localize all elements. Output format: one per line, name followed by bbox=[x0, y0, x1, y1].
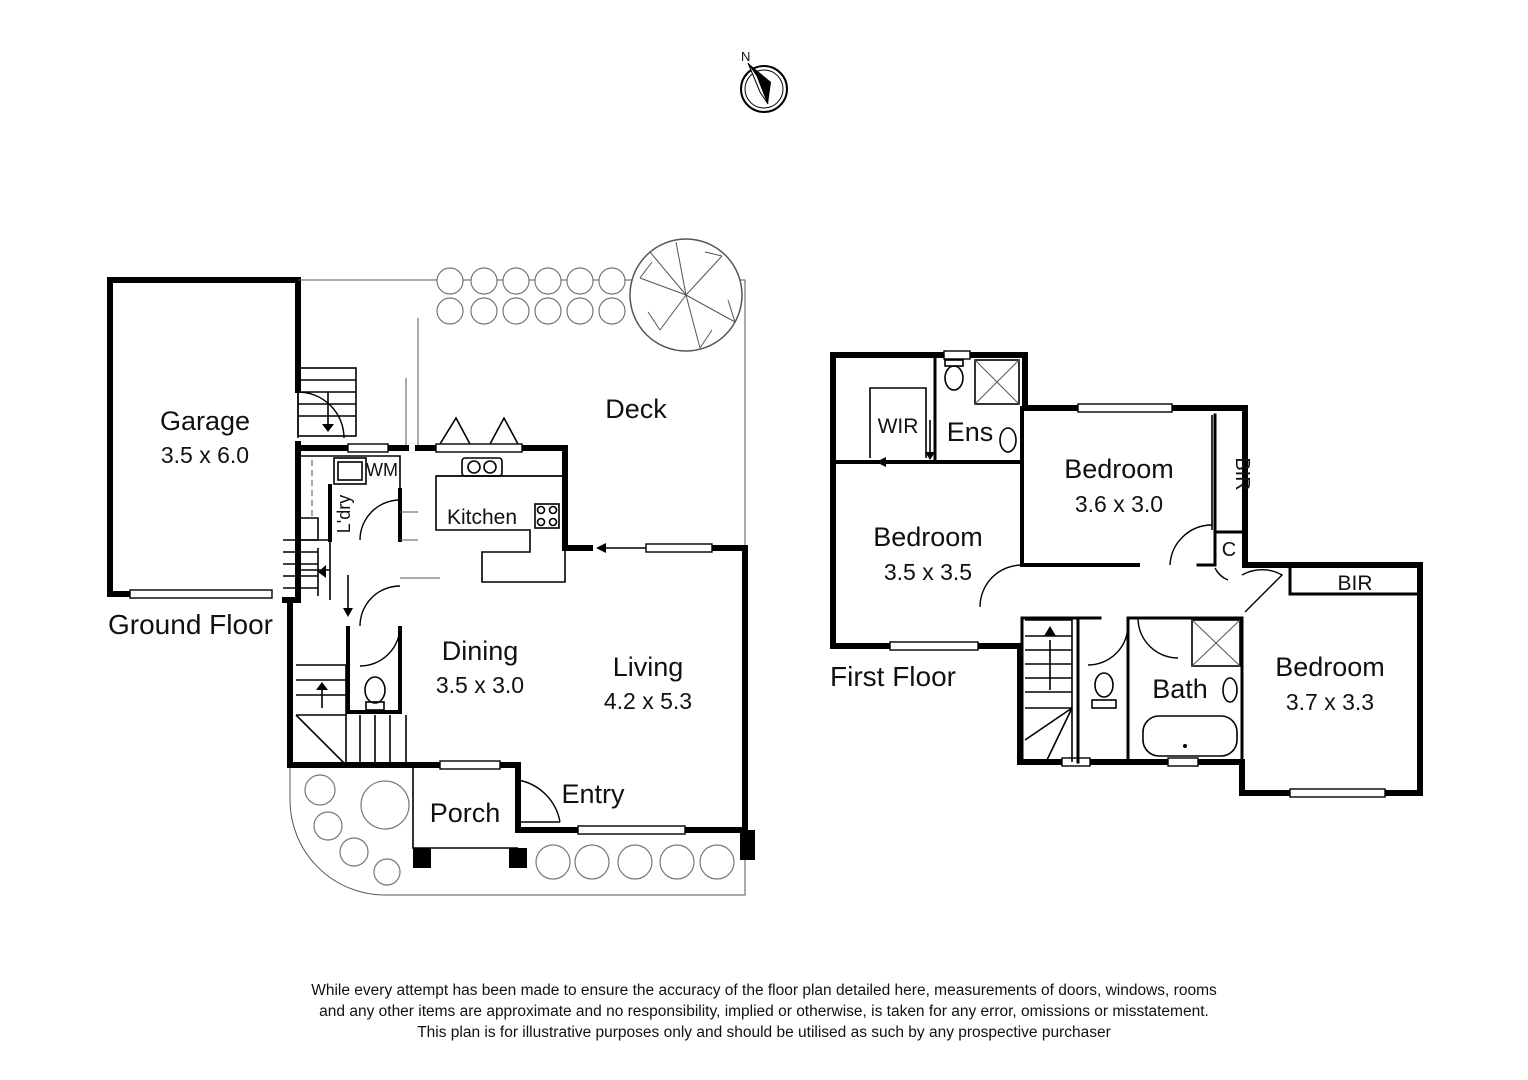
tree-icon bbox=[629, 238, 743, 352]
bedroom-3-dims: 3.7 x 3.3 bbox=[1286, 689, 1374, 715]
bedroom-master-label: Bedroom bbox=[873, 522, 983, 552]
deck-label: Deck bbox=[605, 394, 667, 424]
kitchen-label: Kitchen bbox=[447, 506, 517, 529]
dining-label: Dining bbox=[442, 636, 519, 666]
garage-wall bbox=[107, 277, 301, 597]
garden-boundary bbox=[289, 768, 746, 896]
washing-machine-label: WM bbox=[366, 460, 398, 480]
first-floor-wall bbox=[830, 352, 1081, 649]
cupboard-label: C bbox=[1222, 539, 1236, 561]
basin-icon bbox=[999, 427, 1017, 453]
wir-label: WIR bbox=[878, 415, 919, 438]
first-floor-plan bbox=[830, 350, 1423, 798]
compass-icon: N bbox=[740, 49, 788, 113]
toilet-icon bbox=[944, 365, 964, 391]
toilet-icon bbox=[364, 676, 386, 704]
living-label: Living bbox=[613, 652, 684, 682]
window bbox=[439, 760, 501, 770]
ensuite-label: Ens bbox=[947, 417, 994, 447]
garage-label: Garage bbox=[160, 406, 250, 436]
laundry-label: L'dry bbox=[334, 495, 354, 533]
bedroom-2-dims: 3.6 x 3.0 bbox=[1075, 491, 1163, 517]
disclaimer-line: This plan is for illustrative purposes o… bbox=[417, 1024, 1111, 1041]
bathtub-icon bbox=[1142, 715, 1238, 757]
entry-door-swing bbox=[517, 779, 561, 823]
garage-steps bbox=[297, 367, 357, 437]
window bbox=[1167, 757, 1199, 767]
basin-icon bbox=[1222, 677, 1238, 703]
ensuite-shower bbox=[974, 359, 1020, 405]
cooktop-icon bbox=[534, 503, 560, 529]
powder-room bbox=[346, 585, 402, 714]
garage-dims: 3.5 x 6.0 bbox=[161, 442, 249, 468]
ground-stairs bbox=[283, 539, 407, 766]
window bbox=[889, 641, 979, 651]
bir-label: BIR bbox=[1337, 572, 1372, 595]
kitchen-bench bbox=[435, 475, 566, 583]
window bbox=[1061, 757, 1091, 767]
window bbox=[577, 825, 686, 835]
dining-dims: 3.5 x 3.0 bbox=[436, 672, 524, 698]
disclaimer: While every attempt has been made to ens… bbox=[200, 980, 1328, 1043]
ground-floor-plan bbox=[107, 238, 755, 896]
deck-hedge bbox=[436, 267, 626, 325]
bedroom-master-dims: 3.5 x 3.5 bbox=[884, 559, 972, 585]
window bbox=[1289, 788, 1386, 798]
kitchen-sink bbox=[461, 457, 503, 477]
garage-door-swing bbox=[297, 391, 345, 439]
entry-label: Entry bbox=[561, 779, 625, 809]
garage-door bbox=[129, 589, 273, 599]
living-east-wall bbox=[709, 545, 748, 838]
window bbox=[1077, 403, 1173, 413]
bath-shower bbox=[1191, 619, 1241, 667]
first-floor-title: First Floor bbox=[830, 661, 956, 692]
ground-floor-title: Ground Floor bbox=[108, 609, 273, 640]
living-dims: 4.2 x 5.3 bbox=[604, 688, 692, 714]
compass-north-label: N bbox=[741, 49, 750, 64]
porch-label: Porch bbox=[430, 798, 501, 828]
disclaimer-line: and any other items are approximate and … bbox=[319, 1003, 1209, 1020]
bedroom-3-label: Bedroom bbox=[1275, 652, 1385, 682]
bath-label: Bath bbox=[1152, 674, 1208, 704]
porch bbox=[412, 768, 561, 868]
front-shrubs bbox=[304, 774, 735, 886]
window bbox=[645, 543, 713, 553]
laundry-tub bbox=[333, 457, 367, 485]
bir-label: BIR bbox=[1231, 457, 1253, 490]
window bbox=[435, 443, 523, 453]
disclaimer-line: While every attempt has been made to ens… bbox=[311, 982, 1217, 999]
window bbox=[347, 443, 389, 453]
bedroom-2-label: Bedroom bbox=[1064, 454, 1174, 484]
first-floor-stairs bbox=[1024, 619, 1073, 763]
toilet-icon bbox=[1094, 672, 1114, 698]
